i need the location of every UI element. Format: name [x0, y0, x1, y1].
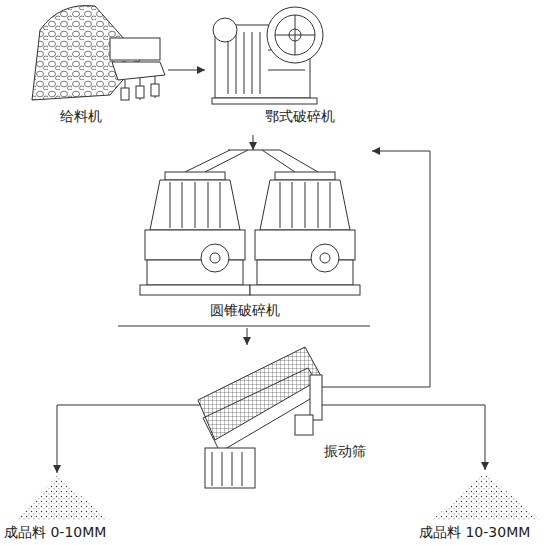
vibrating-screen-node: 振动筛	[188, 345, 380, 492]
flow-arrow	[168, 70, 205, 71]
jaw-crusher-figure-part	[268, 70, 305, 71]
product-pile-figure	[15, 473, 540, 520]
flow-arrow	[253, 135, 254, 150]
feeder-node: 给料机	[28, 0, 168, 132]
cone-crusher-figure-part	[275, 172, 335, 180]
cone-crusher-figure-part	[201, 244, 229, 272]
product-pile-figure-part	[15, 476, 110, 520]
feeder-figure	[32, 6, 165, 101]
feeder-figure-part	[110, 38, 160, 60]
cone-crusher-figure-part	[210, 253, 220, 263]
feeder-figure-part	[112, 62, 165, 80]
equipment-label: 给料机	[58, 108, 104, 125]
feeder-figure-part	[121, 88, 129, 100]
equipment-label: 成品料 10-30MM	[417, 524, 532, 541]
cone-crusher-figure-part	[165, 172, 225, 180]
cone-crusher-figure-part	[280, 182, 330, 228]
cone-crusher-figure-part	[250, 285, 360, 295]
jaw-crusher-figure	[212, 7, 323, 104]
flow-arrow	[380, 405, 485, 470]
flow-arrow	[57, 405, 188, 473]
equipment-label: 成品料 0-10MM	[2, 524, 108, 541]
cone-crusher-figure-part	[147, 260, 243, 285]
vibrating-screen-figure-part	[310, 375, 322, 420]
vibrating-screen-figure-part	[205, 448, 255, 488]
jaw-crusher-node: 鄂式破碎机	[205, 3, 355, 135]
cone-crusher-figure-part	[170, 182, 220, 228]
feeder-figure-part	[136, 86, 144, 98]
cone-crusher-figure-part	[145, 230, 245, 260]
cone-crusher-figure-part	[150, 180, 240, 230]
cone-crusher-figure-part	[257, 260, 353, 285]
cone-crusher-figure	[118, 150, 370, 326]
vibrating-screen-figure-part	[295, 415, 313, 435]
cone-crusher-figure-part	[140, 285, 250, 295]
flow-arrow	[247, 328, 248, 345]
cone-crusher-figure-part	[311, 244, 339, 272]
jaw-crusher-figure-part	[267, 7, 323, 63]
vibrating-screen-figure-part	[188, 387, 380, 405]
cone-crusher-figure-part	[260, 180, 350, 230]
vibrating-screen-figure-part	[212, 452, 242, 486]
cone-crusher-figure-part	[320, 253, 330, 263]
cone-crusher-figure-part	[185, 150, 318, 172]
vibrating-screen-figure-part	[198, 347, 322, 440]
flow-arrow	[372, 151, 430, 387]
cone-crusher-figure-part	[255, 230, 355, 260]
vibrating-screen-figure	[188, 347, 380, 488]
vibrating-screen-figure-part	[203, 368, 322, 452]
product-pile-figure-part	[432, 473, 540, 520]
jaw-crusher-figure-part	[295, 15, 296, 55]
jaw-crusher-figure-part	[260, 32, 261, 94]
jaw-crusher-figure-part	[212, 98, 317, 104]
equipment-label: 振动筛	[322, 443, 368, 460]
jaw-crusher-figure-part	[244, 32, 245, 94]
jaw-crusher-figure-part	[275, 15, 315, 55]
jaw-crusher-figure-part	[236, 32, 237, 94]
product-pile-node: 成品料 10-30MM	[413, 470, 545, 543]
product-pile-node: 成品料 0-10MM	[0, 473, 122, 543]
jaw-crusher-figure-part	[213, 18, 237, 42]
cone-crusher-node: 圆锥破碎机	[118, 150, 372, 328]
cone-crusher-figure-part	[118, 326, 370, 327]
equipment-label: 鄂式破碎机	[263, 108, 337, 125]
jaw-crusher-figure-part	[252, 32, 253, 94]
feeder-figure-part	[151, 84, 159, 96]
equipment-label: 圆锥破碎机	[208, 302, 282, 319]
